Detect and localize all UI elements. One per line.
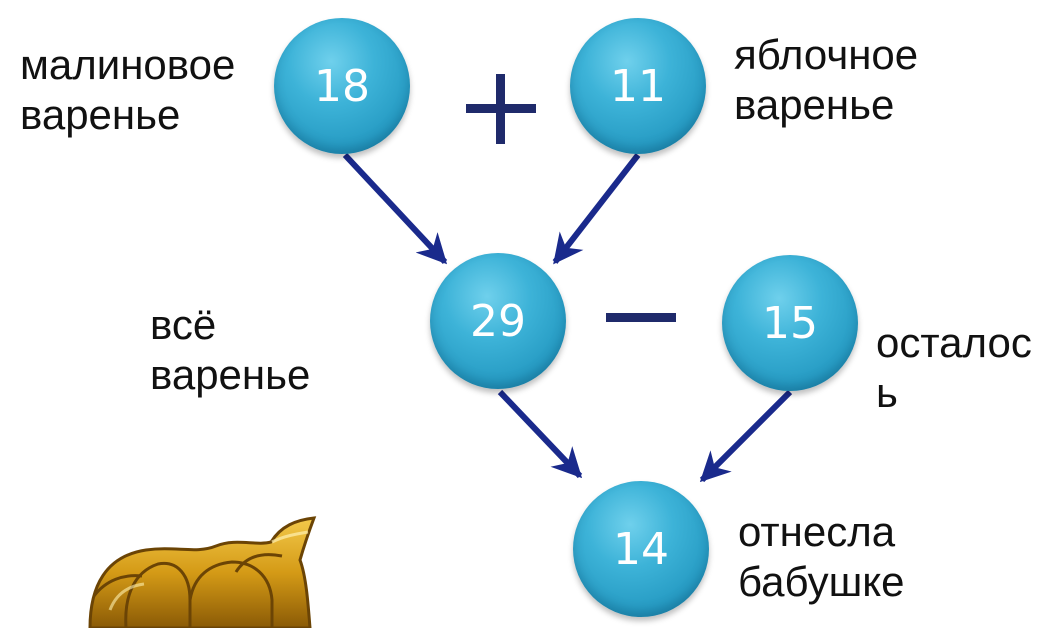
- arrow-raspberry-to-total: [342, 152, 448, 265]
- minus-operator: [606, 311, 676, 325]
- node-raspberry-value: 18: [314, 60, 370, 112]
- node-total-value: 29: [470, 295, 526, 347]
- plus-operator: [466, 74, 536, 144]
- label-apple-jam: яблочное варенье: [734, 31, 919, 128]
- node-apple-jam: 11: [570, 18, 706, 154]
- label-total-jam: всё варенье: [150, 301, 311, 398]
- node-raspberry-jam: 18: [274, 18, 410, 154]
- minus-icon: [606, 313, 676, 322]
- plus-icon: [466, 74, 536, 144]
- node-left-value: 15: [762, 297, 818, 349]
- label-jam-given: отнесла бабушке: [738, 508, 905, 605]
- label-jam-left: осталос ь: [876, 319, 1032, 416]
- node-jam-given: 14: [573, 481, 709, 617]
- arrow-total-to-given: [497, 389, 583, 479]
- node-jam-left: 15: [722, 255, 858, 391]
- jam-jar-lid-illustration: [88, 516, 317, 628]
- node-apple-value: 11: [610, 60, 666, 112]
- node-total-jam: 29: [430, 253, 566, 389]
- arrow-left-to-given: [699, 389, 793, 483]
- node-given-value: 14: [613, 523, 669, 575]
- arrow-apple-to-total: [552, 153, 641, 265]
- label-raspberry-jam: малиновое варенье: [20, 41, 236, 138]
